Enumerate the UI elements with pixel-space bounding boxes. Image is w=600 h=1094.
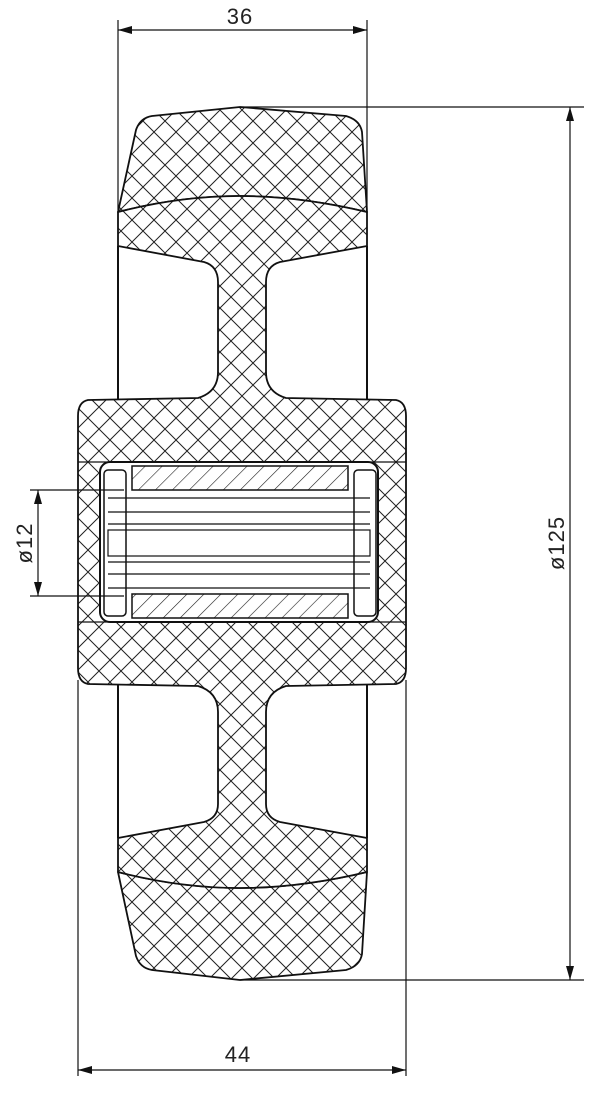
bore-diameter-label: ø12 [12, 523, 37, 564]
dimension-bottom-width: 44 [77, 680, 407, 1076]
outer-diameter-label: ø125 [544, 516, 569, 570]
dimension-outer-diameter: ø125 [240, 106, 584, 981]
tire-side-edges [117, 246, 368, 838]
roller-bearing [78, 461, 406, 623]
dimension-bore-diameter: ø12 [12, 489, 124, 597]
dimension-top-width: 36 [117, 4, 368, 210]
bottom-width-label: 44 [225, 1042, 251, 1067]
top-width-label: 36 [227, 4, 253, 29]
